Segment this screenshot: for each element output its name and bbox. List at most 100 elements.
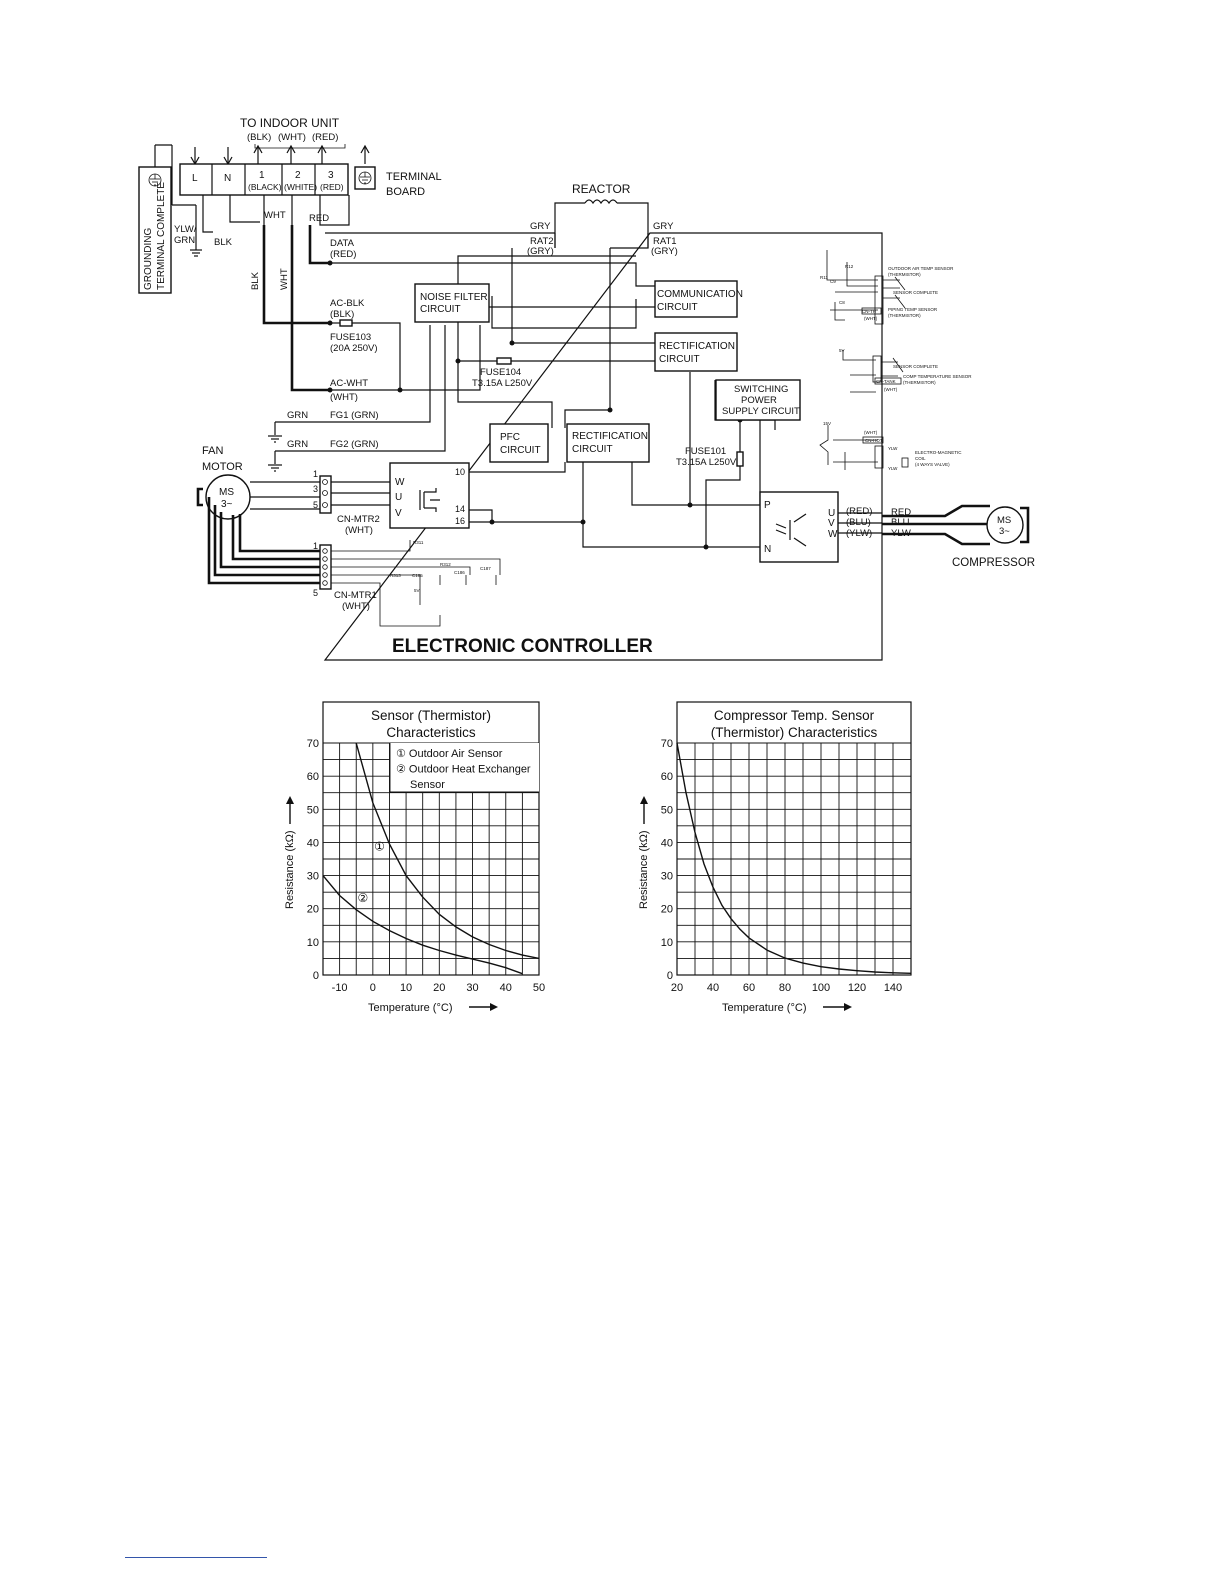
comp-wire-red-in: (RED) [846,506,872,517]
to-indoor-wht: (WHT) [278,132,306,143]
fan-driver-ic [389,462,470,529]
fuse103-label: FUSE103 [330,332,371,343]
thermistor-icon [894,276,906,309]
terminal-board-label-1: TERMINAL [386,171,442,183]
ipm-w: W [828,529,838,540]
ac-blk-sub: (BLK) [330,309,354,320]
y-tick-label: 40 [307,837,319,849]
footer-rule [125,1557,267,1558]
communication-label-2: CIRCUIT [657,302,698,313]
v5-label-sensor: 5V [839,348,845,353]
rat1-sub: (GRY) [651,246,678,257]
driver-w: W [395,477,405,488]
ac-wht-sub: (WHT) [330,392,358,403]
grn-label-2: GRN [287,439,308,450]
series-line [322,875,523,975]
rectification-2-label-1: RECTIFICATION [572,431,648,442]
mtr1-pin-5: 5 [313,588,318,598]
ac-blk-label: AC-BLK [330,298,365,309]
y-tick-label: 0 [313,970,319,982]
fg1-label: FG1 (GRN) [330,410,379,421]
chart-title: Sensor (Thermistor) [371,708,491,723]
driver-pin-10: 10 [455,467,465,477]
grounding-label-1: GROUNDING [143,228,154,290]
x-tick-label: 10 [400,982,412,994]
terminal-area: TO INDOOR UNIT (BLK) (WHT) (RED) L N 1 [138,116,442,392]
terminal-n: N [224,173,231,184]
sensor-complete-1: SENSOR COMPLETE [893,290,938,295]
y-tick-label: 30 [307,871,319,883]
fan-feedback-wiring: 1 5 CN-MTR1 (WHT) R311 R312 R313 C185 C1… [207,497,501,627]
ipm-u: U [828,508,835,519]
to-indoor-red: (RED) [312,132,338,143]
series-line [355,742,540,960]
blk-label-1: BLK [214,237,233,248]
fuse104-label: FUSE104 [480,367,521,378]
x-tick-label: 50 [533,982,545,994]
cn-th-label: CN-TH [862,309,876,314]
series-marker-label: ① [374,840,385,854]
y-tick-label: 20 [307,904,319,916]
c8-label: C8 [839,300,845,305]
x-tick-label: 20 [433,982,445,994]
mtr2-pin-5: 5 [313,500,318,510]
mtr1-pin-1: 1 [313,541,318,551]
switching-label-3: SUPPLY CIRCUIT [722,406,800,417]
legend-entry: ① Outdoor Air Sensor [396,748,503,760]
ground-icon [358,171,372,185]
terminal-2-sub: (WHITE) [284,182,317,192]
y-tick-label: 50 [307,804,319,816]
compressor-thermistor-chart: Compressor Temp. Sensor (Thermistor) Char… [638,701,912,1014]
c187-label: C187 [480,566,491,571]
x-axis-arrowhead [490,1003,498,1011]
sensor-section: R11 R12 C8 C9 CN-TH (WHT) OUTDOOR AIR TE… [819,250,972,471]
cn-mtr2-sub: (WHT) [345,525,373,536]
to-indoor-label: TO INDOOR UNIT [240,116,340,130]
cn-hot-label: CN-HOT [865,438,883,443]
x-tick-label: 60 [743,982,755,994]
comp-wire-blu-in: (BLU) [846,517,871,528]
compressor-label: COMPRESSOR [952,557,1035,569]
comp-wire-blu-out: BLU [891,517,910,528]
motor-label: MOTOR [202,461,243,473]
driver-pin-16: 16 [455,516,465,526]
v5-label-fan: 5V [414,588,420,593]
comp-wire-ylw-in: (YLW) [846,528,872,539]
x-tick-label: 40 [500,982,512,994]
data-sub: (RED) [330,249,356,260]
noise-filter-circuit: NOISE FILTER CIRCUIT [414,283,490,323]
rectification-1-label-1: RECTIFICATION [659,341,735,352]
ylw-grn-label-1: YLW/ [174,224,197,235]
fuse101-label: FUSE101 [685,446,726,457]
grn-label-1: GRN [287,410,308,421]
gry-label-left: GRY [530,221,551,232]
series-line [676,742,912,974]
grounding-label-2: TERMINAL COMPLETE [156,182,167,290]
y-tick-label: 20 [661,904,673,916]
y-tick-label: 30 [661,871,673,883]
x-tick-label: 30 [466,982,478,994]
wht-label-1: WHT [264,210,286,221]
c185-label: C185 [412,573,423,578]
chart-title: Compressor Temp. Sensor [714,708,875,723]
switching-label-2: POWER [741,395,777,406]
connector-labels: DATA (RED) AC-BLK (BLK) FUSE103 (20A 250… [287,238,379,450]
pfc-label-1: PFC [500,432,520,443]
terminal-1-sub: (BLACK) [248,182,282,192]
cn-tank-wht: (WHT) [884,387,898,392]
y-axis-label: Resistance (kΩ) [284,830,296,909]
chart-title: Characteristics [386,725,476,740]
transistor-icon [419,488,440,512]
y-tick-label: 0 [667,970,673,982]
terminal-1: 1 [259,170,265,181]
terminal-board-label-2: BOARD [386,186,425,198]
chart-title: (Thermistor) Characteristics [711,725,878,740]
noise-filter-label-1: NOISE FILTER [420,292,488,303]
pfc-label-2: CIRCUIT [500,445,541,456]
rectification-circuit-1: RECTIFICATION CIRCUIT [654,332,738,372]
x-tick-label: 100 [812,982,830,994]
inductor-icon [584,199,618,205]
rat2-sub: (GRY) [527,246,554,257]
ipm-v: V [828,518,835,529]
